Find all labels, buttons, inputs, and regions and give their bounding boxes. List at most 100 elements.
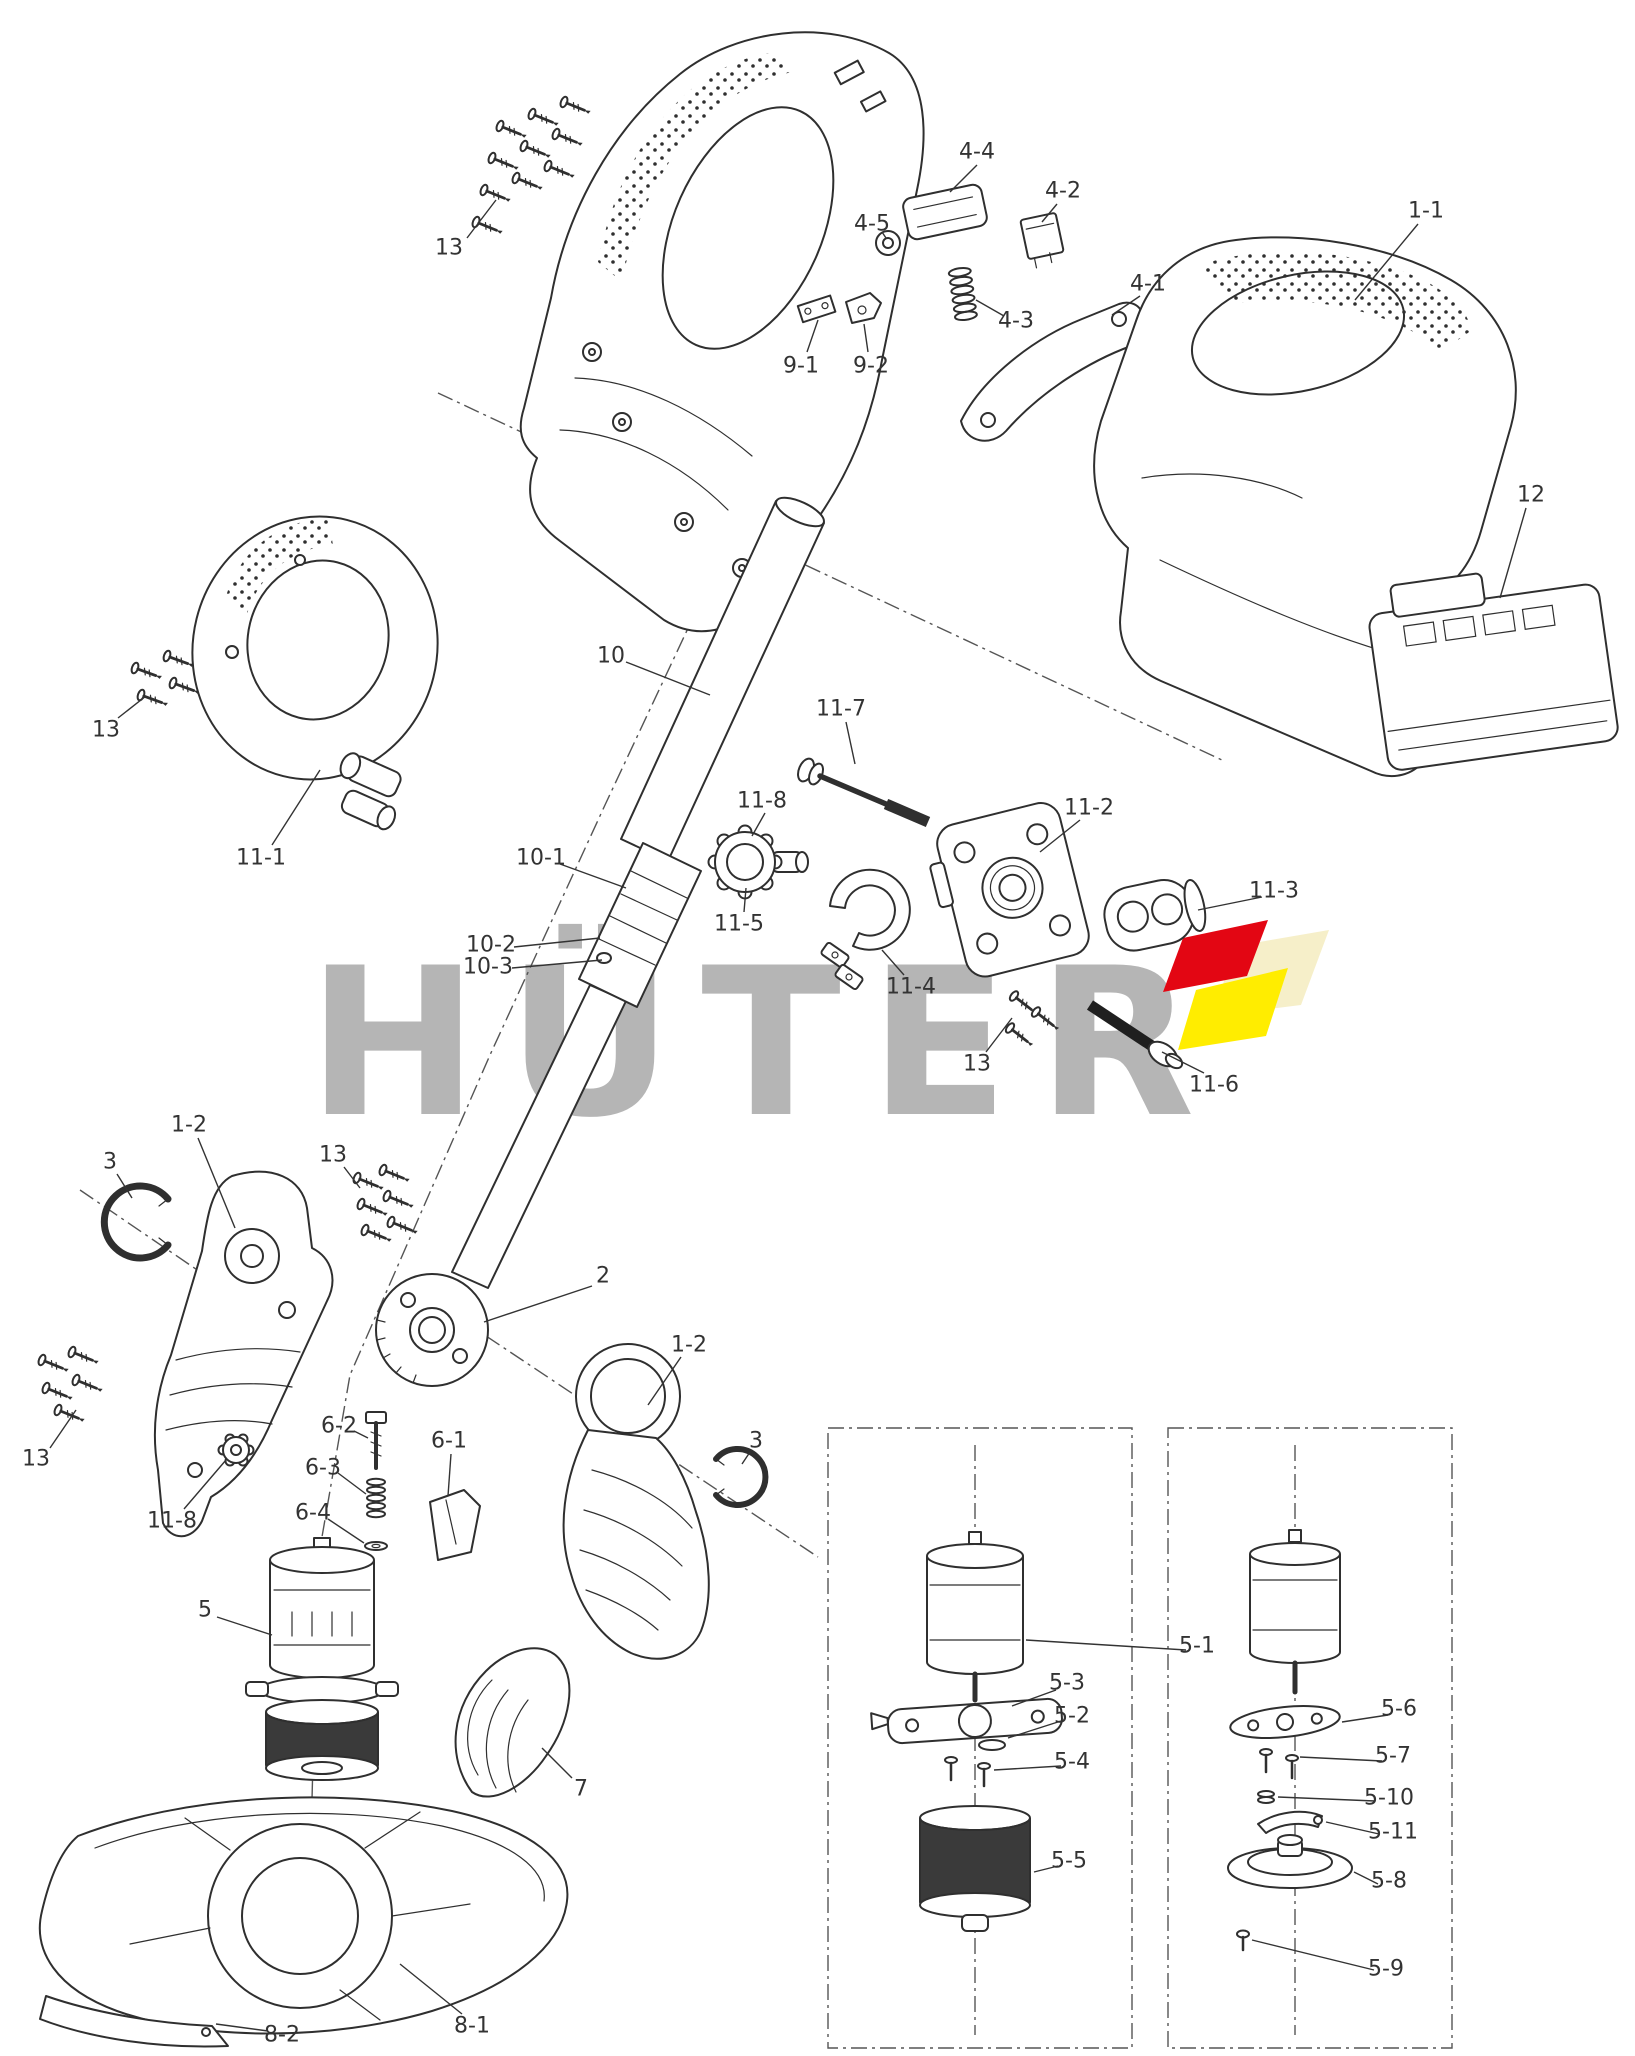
leader-line-11-7 xyxy=(845,721,856,765)
coupler-sleeve xyxy=(1103,878,1207,952)
leader-line-5-2 xyxy=(1007,1720,1062,1739)
leader-line-5-1 xyxy=(1025,1639,1187,1651)
brand-swoosh-yellow xyxy=(1178,968,1288,1050)
leader-line-1-1 xyxy=(1354,223,1419,301)
leader-line-9-2 xyxy=(863,323,869,353)
part-label-2: 2 xyxy=(596,1263,610,1289)
bracket-9-1 xyxy=(796,294,837,324)
detail-box-spool-variant-b xyxy=(1167,1427,1453,2049)
part-label-3-left: 3 xyxy=(103,1149,117,1175)
blade-8-2 xyxy=(39,1995,229,2048)
part-label-11-8-upper: 11-8 xyxy=(737,788,787,814)
screws-5-4 xyxy=(944,1756,991,1788)
leader-line-2 xyxy=(483,1285,593,1323)
part-label-6-1: 6-1 xyxy=(431,1428,467,1454)
leader-line-6-1 xyxy=(447,1453,452,1497)
leader-line-7 xyxy=(541,1747,573,1779)
leader-line-11-6 xyxy=(1161,1051,1205,1074)
leader-line-5-8 xyxy=(1353,1871,1379,1885)
part-label-5-5: 5-5 xyxy=(1051,1848,1087,1874)
part-label-11-5: 11-5 xyxy=(714,911,764,937)
part-label-4-1: 4-1 xyxy=(1130,271,1166,297)
plate-5-6 xyxy=(1229,1705,1341,1739)
washer-6-4 xyxy=(364,1541,388,1551)
part-label-6-3: 6-3 xyxy=(305,1455,341,1481)
part-label-5-4: 5-4 xyxy=(1054,1749,1090,1775)
leader-line-8-2 xyxy=(215,2023,269,2032)
leader-line-1-2-right xyxy=(647,1356,682,1406)
leader-line-4-4 xyxy=(949,164,978,193)
part-label-5-6: 5-6 xyxy=(1381,1696,1417,1722)
part-label-10-3: 10-3 xyxy=(463,954,513,980)
part-label-11-4: 11-4 xyxy=(886,974,936,1000)
part-label-4-4: 4-4 xyxy=(959,139,995,165)
part-label-10-2: 10-2 xyxy=(466,932,516,958)
leader-line-13-bottom xyxy=(49,1409,77,1449)
bracket-9-2 xyxy=(845,292,882,324)
leader-line-11-2 xyxy=(1039,819,1081,853)
spring-5-10 xyxy=(1257,1790,1275,1804)
part-label-5: 5 xyxy=(198,1597,212,1623)
part-label-5-3: 5-3 xyxy=(1049,1670,1085,1696)
leader-line-13-mid xyxy=(985,1017,1013,1053)
spool-base-5-8 xyxy=(1227,1834,1353,1889)
leader-line-5-11 xyxy=(1325,1821,1380,1835)
part-label-5-1: 5-1 xyxy=(1179,1633,1215,1659)
snap-ring-3-right xyxy=(713,1446,769,1508)
leader-line-11-8-upper xyxy=(751,812,766,837)
bolt-6-2 xyxy=(365,1411,387,1470)
leader-line-10 xyxy=(625,661,711,696)
bolt-11-7 xyxy=(797,757,931,828)
leader-line-5-5 xyxy=(1033,1865,1059,1873)
part-label-13-bottom: 13 xyxy=(22,1446,50,1472)
spool-5-5 xyxy=(919,1805,1031,1932)
part-label-11-7: 11-7 xyxy=(816,696,866,722)
leader-line-5 xyxy=(216,1616,273,1636)
part-label-11-2: 11-2 xyxy=(1064,795,1114,821)
leader-line-4-1 xyxy=(1111,295,1141,316)
leader-line-4-3 xyxy=(975,299,1005,317)
part-label-3-right: 3 xyxy=(749,1428,763,1454)
leader-line-13-housing xyxy=(343,1166,361,1189)
lever-5-11 xyxy=(1257,1810,1323,1834)
part-label-9-2: 9-2 xyxy=(853,353,889,379)
leader-line-6-4 xyxy=(327,1518,365,1544)
mount-plate-5-3 xyxy=(870,1697,1063,1745)
part-label-5-8: 5-8 xyxy=(1371,1868,1407,1894)
leader-line-11-1 xyxy=(271,769,321,846)
guard-extension-7 xyxy=(454,1647,571,1798)
screws-5-7 xyxy=(1259,1748,1299,1780)
part-label-4-2: 4-2 xyxy=(1045,178,1081,204)
part-label-11-3: 11-3 xyxy=(1249,878,1299,904)
leader-line-5-4 xyxy=(993,1765,1062,1771)
leader-line-5-7 xyxy=(1299,1756,1383,1762)
leader-line-11-3 xyxy=(1197,896,1263,911)
screw-5-9 xyxy=(1236,1929,1250,1952)
part-label-12: 12 xyxy=(1517,482,1545,508)
part-label-11-6: 11-6 xyxy=(1189,1072,1239,1098)
part-label-11-8-lower: 11-8 xyxy=(147,1508,197,1534)
part-label-1-1: 1-1 xyxy=(1408,198,1444,224)
bushing-4-5 xyxy=(875,230,901,256)
battery-pack xyxy=(1368,572,1619,771)
leader-line-6-2 xyxy=(353,1430,369,1439)
part-label-8-2: 8-2 xyxy=(264,2022,300,2048)
leader-line-6-3 xyxy=(337,1472,367,1495)
leader-line-3-right xyxy=(741,1451,751,1465)
drive-hub xyxy=(375,1273,489,1387)
part-label-10-1: 10-1 xyxy=(516,845,566,871)
leader-line-11-4 xyxy=(881,949,905,976)
part-label-13-top: 13 xyxy=(435,235,463,261)
leader-line-3-left xyxy=(116,1173,133,1199)
leader-line-11-8-lower xyxy=(183,1459,227,1510)
leader-line-5-6 xyxy=(1341,1714,1389,1723)
part-label-1-2-right: 1-2 xyxy=(671,1332,707,1358)
brand-logo-swoosh xyxy=(1163,920,1329,1050)
washer-5-2 xyxy=(978,1739,1006,1751)
safety-guard-8-1 xyxy=(38,1796,569,2035)
head-housing-left xyxy=(153,1170,334,1538)
leader-line-8-1 xyxy=(399,1963,463,2015)
detail-box-spool-variant-a xyxy=(827,1427,1133,2049)
